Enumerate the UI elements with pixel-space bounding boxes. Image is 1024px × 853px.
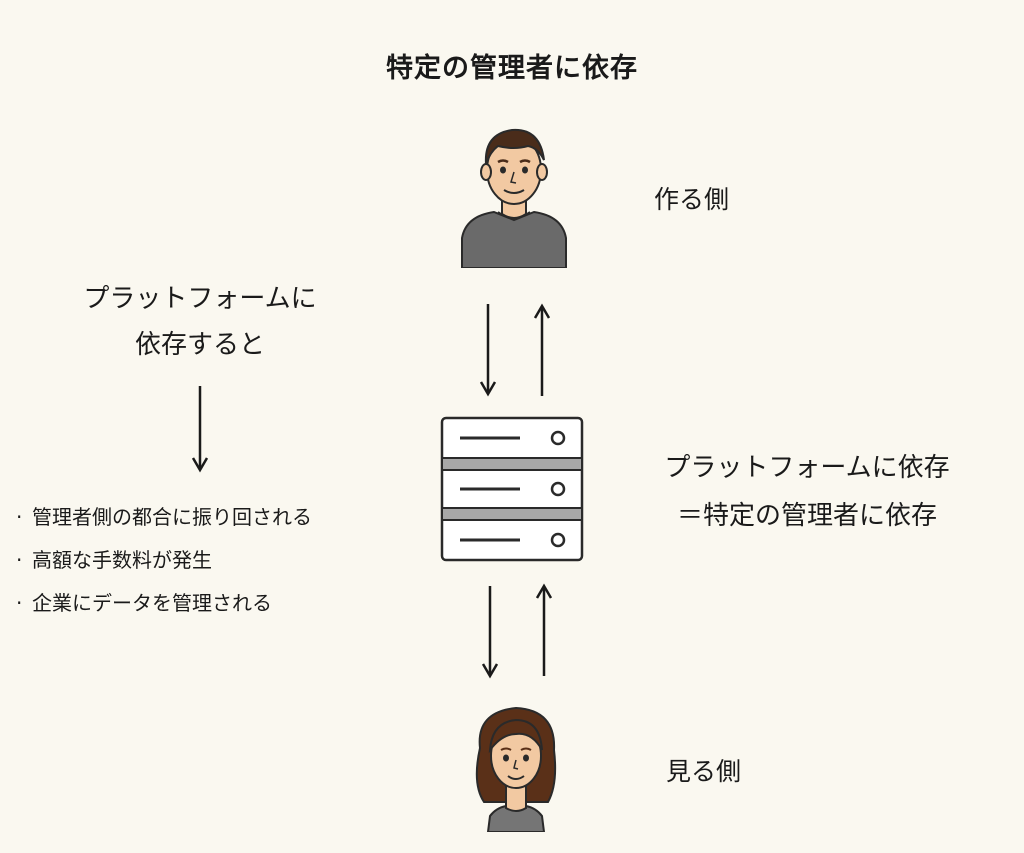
arrow-down-icon [479, 304, 497, 397]
left-heading-line1: プラットフォームに [83, 284, 317, 314]
lower-arrows [481, 583, 553, 679]
viewer-label: 見る側 [666, 757, 742, 786]
upper-arrows [479, 303, 551, 397]
list-item: ·管理者側の都合に振り回される [16, 500, 312, 543]
man-avatar-icon [461, 128, 567, 268]
diagram-title: 特定の管理者に依存 [386, 53, 638, 84]
woman-avatar-icon [475, 706, 557, 832]
left-heading-line2: 依存すると [134, 330, 265, 360]
bullet-dot-icon: · [16, 505, 23, 529]
arrow-down-icon [191, 386, 209, 473]
dependency-explanation: プラットフォームに依存 ＝特定の管理者に依存 [612, 444, 1002, 540]
explanation-line1: プラットフォームに依存 [664, 453, 950, 483]
list-item: ·高額な手数料が発生 [16, 543, 312, 586]
server-rack-icon [440, 416, 584, 562]
list-item: ·企業にデータを管理される [16, 586, 312, 629]
left-heading: プラットフォームに 依存すると [20, 276, 380, 368]
arrow-up-icon [535, 583, 553, 676]
arrow-down-icon [481, 586, 499, 679]
creator-label: 作る側 [654, 185, 730, 214]
bullet-dot-icon: · [16, 548, 23, 572]
arrow-up-icon [533, 303, 551, 396]
bullet-dot-icon: · [16, 591, 23, 615]
explanation-line2: ＝特定の管理者に依存 [676, 501, 937, 531]
consequence-list: ·管理者側の都合に振り回される ·高額な手数料が発生 ·企業にデータを管理される [16, 500, 312, 629]
